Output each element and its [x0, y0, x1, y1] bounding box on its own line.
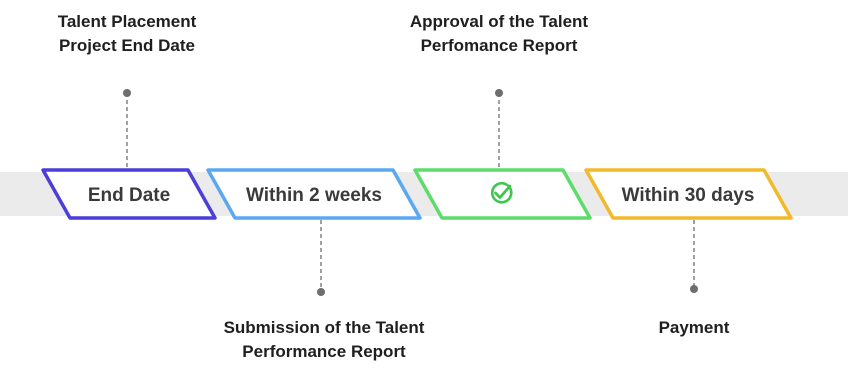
step-2-parallelogram	[206, 168, 422, 220]
timeline-step-end-date: End Date	[41, 89, 217, 220]
caption-line: Perfomance Report	[420, 36, 578, 55]
timeline-step-within-30-days: Within 30 days	[584, 168, 793, 293]
caption-line: Performance Report	[242, 342, 406, 361]
step-4-label: Within 30 days	[622, 185, 755, 206]
step-2-label: Within 2 weeks	[246, 185, 382, 206]
caption-line: Submission of the Talent	[223, 318, 425, 337]
step-3-dot	[495, 89, 503, 97]
step-2-dot	[317, 288, 325, 296]
check-circle-icon	[490, 181, 513, 204]
step-4-parallelogram	[584, 168, 793, 220]
caption-talent-placement-end-date: Talent Placement Project End Date	[27, 10, 227, 58]
caption-line: Payment	[658, 318, 730, 337]
caption-approval-report: Approval of the Talent Perfomance Report	[379, 10, 619, 58]
step-1-parallelogram	[41, 168, 217, 220]
timeline-step-approval	[413, 89, 592, 220]
caption-line: Project End Date	[58, 36, 196, 55]
step-1-dot	[123, 89, 131, 97]
step-1-label: End Date	[88, 185, 170, 206]
step-4-dot	[690, 285, 698, 293]
caption-line: Approval of the Talent	[409, 12, 589, 31]
timeline-step-within-2-weeks: Within 2 weeks	[206, 168, 422, 296]
caption-payment: Payment	[634, 316, 754, 340]
caption-submission-report: Submission of the Talent Performance Rep…	[194, 316, 454, 364]
caption-line: Talent Placement	[57, 12, 197, 31]
